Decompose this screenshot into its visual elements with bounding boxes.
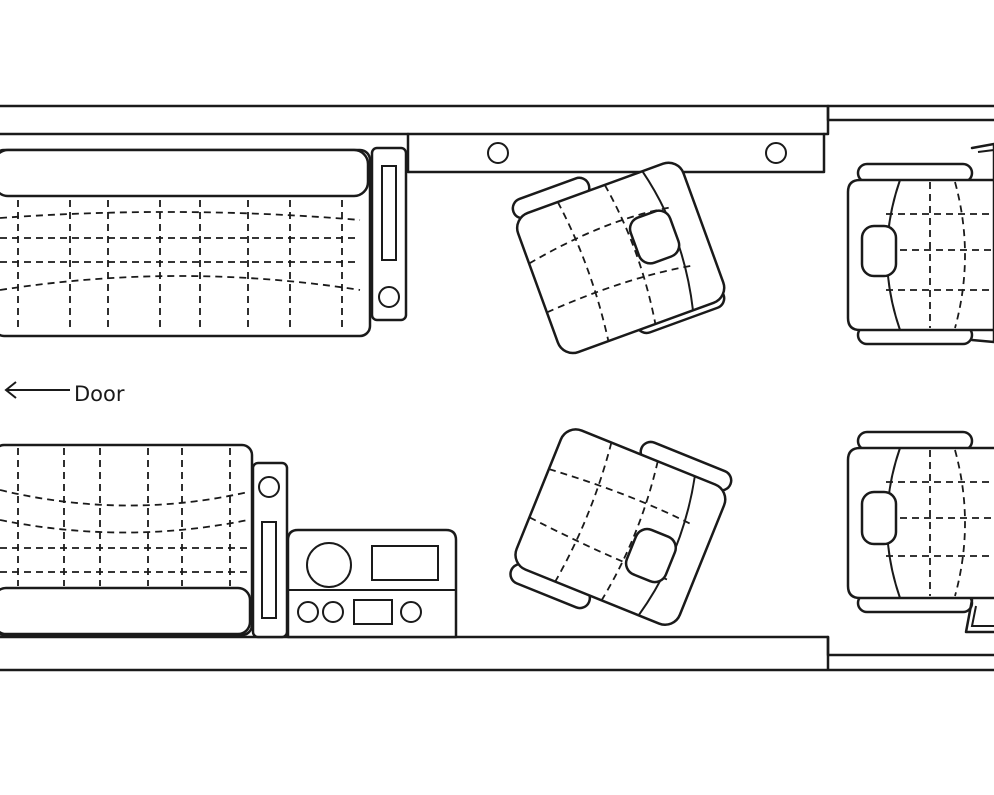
console-dial-icon <box>306 542 352 588</box>
seat-headrest <box>860 224 898 278</box>
swivel-seat-top <box>511 161 726 355</box>
seat-headrest <box>624 527 678 584</box>
bottom-divan <box>0 443 254 637</box>
door-label: Door <box>74 382 125 406</box>
seat-headrest <box>860 490 898 546</box>
swivel-seat-bottom <box>509 428 733 626</box>
bottom-side-cabinet <box>251 461 289 639</box>
door-indicator: Door <box>4 381 125 406</box>
top-wall <box>0 104 994 174</box>
top-divan <box>0 148 372 338</box>
club-seat-top-right <box>846 142 994 346</box>
bottom-wall <box>0 635 994 672</box>
wall-fixture-right <box>765 142 787 164</box>
club-seat-bottom-right <box>846 430 994 634</box>
console-screen <box>371 545 439 581</box>
wall-fixture-left <box>487 142 509 164</box>
top-side-cabinet <box>370 146 408 322</box>
seat-headrest <box>628 209 681 265</box>
entertainment-console <box>286 528 458 639</box>
